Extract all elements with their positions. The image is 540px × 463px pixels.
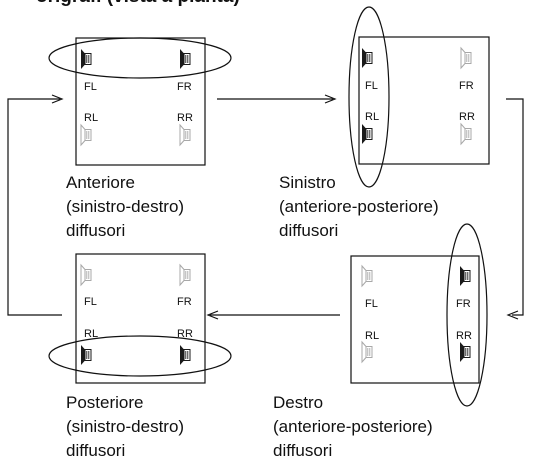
panel-front: FL FR RL RR — [48, 37, 232, 166]
label-fl: FL — [365, 80, 378, 92]
speaker-icon — [459, 341, 471, 363]
room-box — [350, 255, 480, 384]
caption-line: (anteriore-posteriore) — [273, 417, 433, 436]
caption-line: diffusori — [279, 221, 339, 240]
caption-line: diffusori — [273, 441, 333, 460]
label-rl: RL — [365, 330, 379, 342]
speaker-icon — [80, 264, 92, 286]
diagram-header: origrafi (vista a pianta) — [36, 0, 240, 8]
label-rl: RL — [84, 328, 98, 340]
caption-line: Sinistro — [279, 173, 336, 192]
label-rr: RR — [456, 330, 472, 342]
highlight-oval — [446, 223, 488, 407]
speaker-icon — [179, 344, 191, 366]
caption-line: (sinistro-destro) — [66, 417, 185, 436]
label-fl: FL — [84, 296, 97, 308]
speaker-icon — [179, 264, 191, 286]
caption-line: diffusori — [66, 441, 126, 460]
caption-rear: Posteriore (sinistro-destro) diffusori — [66, 391, 184, 463]
speaker-icon — [80, 344, 92, 366]
panel-left: FL FR RL RR — [348, 6, 490, 188]
arrow-icon — [206, 310, 340, 320]
arrow-icon — [506, 98, 524, 320]
speaker-icon — [179, 48, 191, 70]
caption-line: (sinistro-destro) — [66, 197, 185, 216]
highlight-oval — [48, 37, 232, 79]
speaker-icon — [80, 124, 92, 146]
speaker-icon — [361, 265, 373, 287]
label-fr: FR — [456, 298, 471, 310]
label-fr: FR — [177, 296, 192, 308]
speaker-icon — [460, 123, 472, 145]
label-rr: RR — [177, 112, 193, 124]
speaker-icon — [460, 47, 472, 69]
caption-front: Anteriore (sinistro-destro) diffusori — [66, 171, 184, 243]
speaker-icon — [361, 341, 373, 363]
highlight-oval — [348, 6, 390, 188]
panel-right: FL FR RL RR — [350, 223, 488, 407]
speaker-icon — [361, 123, 373, 145]
label-fl: FL — [84, 81, 97, 93]
caption-right: Destro (anteriore-posteriore) diffusori — [273, 391, 433, 463]
speaker-icon — [459, 265, 471, 287]
highlight-oval — [48, 335, 232, 377]
label-rl: RL — [365, 111, 379, 123]
caption-line: (anteriore-posteriore) — [279, 197, 439, 216]
label-fl: FL — [365, 298, 378, 310]
label-rr: RR — [459, 111, 475, 123]
room-box — [358, 36, 490, 165]
caption-left: Sinistro (anteriore-posteriore) diffusor… — [279, 171, 439, 243]
panel-rear: FL FR RL RR — [48, 253, 232, 384]
speaker-icon — [361, 47, 373, 69]
label-fr: FR — [459, 80, 474, 92]
label-rr: RR — [177, 328, 193, 340]
caption-line: Posteriore — [66, 393, 144, 412]
label-rl: RL — [84, 112, 98, 124]
label-fr: FR — [177, 81, 192, 93]
speaker-icon — [80, 48, 92, 70]
room-box — [75, 253, 206, 384]
caption-line: Anteriore — [66, 173, 135, 192]
caption-line: Destro — [273, 393, 324, 412]
arrow-icon — [217, 94, 337, 104]
speaker-icon — [179, 124, 191, 146]
arrow-icon — [7, 94, 64, 316]
caption-line: diffusori — [66, 221, 126, 240]
